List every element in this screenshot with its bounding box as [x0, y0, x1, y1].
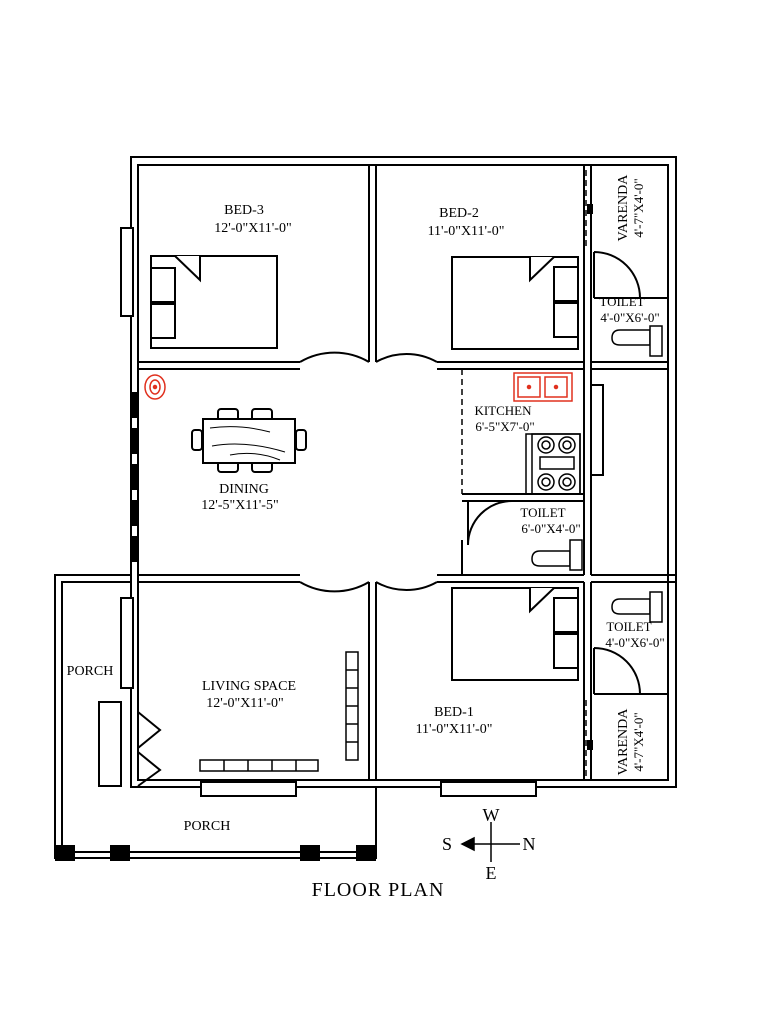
compass	[460, 822, 520, 862]
label-bed3: BED-3	[224, 203, 264, 218]
window-bed3	[120, 227, 134, 317]
size-toilet-mid: 6'-0"X4'-0"	[521, 521, 580, 536]
label-kitchen: KITCHEN	[474, 403, 532, 418]
page-title: FLOOR PLAN	[312, 879, 445, 901]
window-living	[120, 597, 134, 689]
pillar-3	[300, 845, 320, 861]
door-bed2	[375, 352, 438, 363]
toilet-fixtures	[531, 325, 663, 623]
size-varenda-top: 4'-7"X4'-0"	[631, 178, 646, 237]
kitchen-sink	[513, 372, 573, 402]
well-symbol	[144, 374, 166, 400]
size-toilet-top: 4'-0"X6'-0"	[600, 310, 659, 325]
door-toilet-right	[593, 647, 641, 695]
window-living-front	[200, 781, 297, 797]
window-kitchen	[590, 384, 604, 476]
label-varenda-bottom: VARENDA	[616, 708, 631, 776]
compass-s: S	[442, 834, 452, 854]
size-varenda-bottom: 4'-7"X4'-0"	[631, 712, 646, 771]
door-bed3	[299, 351, 370, 363]
window-bed1-front	[440, 781, 537, 797]
size-toilet-right: 4'-0"X6'-0"	[605, 635, 664, 650]
label-dining: DINING	[219, 482, 269, 497]
door-living	[299, 581, 370, 593]
label-toilet-mid: TOILET	[520, 505, 565, 520]
porch-bench	[98, 701, 122, 787]
size-bed3: 12'-0"X11'-0"	[214, 221, 291, 236]
label-living: LIVING SPACE	[202, 679, 296, 694]
size-living: 12'-0"X11'-0"	[206, 696, 283, 711]
label-porch-side: PORCH	[67, 664, 114, 679]
compass-arrow	[460, 836, 475, 852]
compass-n: N	[523, 834, 536, 854]
living-sofa	[199, 651, 359, 772]
size-bed2: 11'-0"X11'-0"	[428, 224, 505, 239]
label-toilet-top: TOILET	[599, 294, 644, 309]
label-varenda-top: VARENDA	[616, 174, 631, 242]
label-bed2: BED-2	[439, 206, 479, 221]
compass-w: W	[483, 805, 500, 825]
label-toilet-right: TOILET	[606, 619, 651, 634]
door-toilet-top	[593, 251, 641, 299]
bed-furniture	[150, 255, 579, 681]
entry-door-leaf	[137, 711, 162, 787]
porch-outline-inner	[61, 581, 370, 853]
label-bed1: BED-1	[434, 705, 474, 720]
door-bed1	[375, 581, 438, 592]
porch-outline	[54, 574, 377, 859]
label-porch-front: PORCH	[184, 819, 231, 834]
door-toilet-mid	[467, 500, 513, 546]
pillar-4	[356, 845, 376, 861]
pillar-2	[110, 845, 130, 861]
dining-table	[191, 408, 307, 473]
compass-e: E	[486, 863, 497, 883]
kitchen-stove	[525, 433, 581, 495]
size-bed1: 11'-0"X11'-0"	[416, 722, 493, 737]
size-kitchen: 6'-5"X7'-0"	[475, 419, 534, 434]
pillar-1	[55, 845, 75, 861]
size-dining: 12'-5"X11'-5"	[201, 498, 278, 513]
